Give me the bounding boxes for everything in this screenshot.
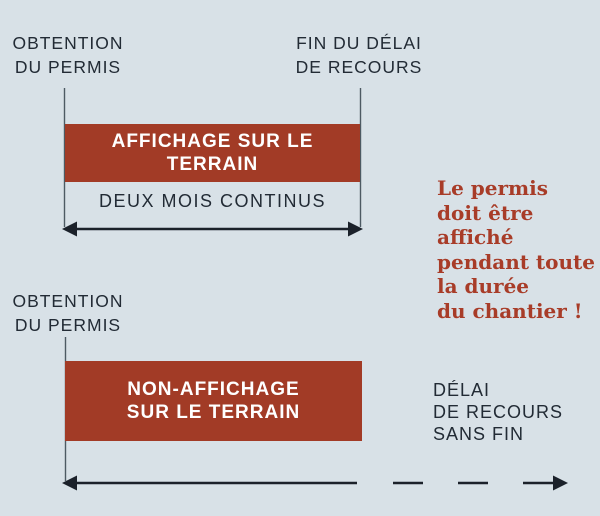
two-months-arrow: [62, 221, 363, 237]
arrowhead-right-icon: [553, 475, 568, 491]
arrowhead-left-icon: [62, 221, 77, 237]
endless-timeline-arrow: [62, 475, 568, 491]
affichage-bar-label: AFFICHAGE SUR LE TERRAIN: [111, 131, 314, 175]
duration-label: DEUX MOIS CONTINUS: [98, 191, 326, 211]
arrowhead-left-icon: [62, 475, 77, 491]
affichage-bar: AFFICHAGE SUR LE TERRAIN: [65, 124, 360, 182]
arrowhead-right-icon: [348, 221, 363, 237]
recourse-label: DÉLAI DE RECOURS SANS FIN: [433, 380, 564, 444]
top-start-label: OBTENTION DU PERMIS: [12, 33, 124, 77]
top-end-label: FIN DU DÉLAI DE RECOURS: [295, 33, 423, 77]
callout-text: Le permis doit être affiché pendant tout…: [437, 176, 596, 323]
bottom-start-label: OBTENTION DU PERMIS: [12, 291, 124, 335]
non-affichage-bar: NON-AFFICHAGE SUR LE TERRAIN: [65, 361, 362, 441]
non-affichage-bar-label: NON-AFFICHAGE SUR LE TERRAIN: [126, 379, 301, 423]
